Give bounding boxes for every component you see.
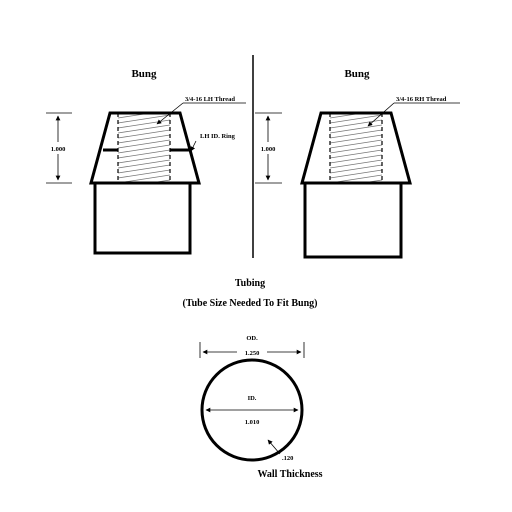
id-label: ID. <box>248 395 257 402</box>
left-thread-label: 3/4-16 LH Thread <box>185 96 235 103</box>
right-thread-label: 3/4-16 RH Thread <box>396 96 447 103</box>
wall-label: Wall Thickness <box>257 469 322 480</box>
right-bung-body <box>300 111 412 185</box>
od-label: OD. <box>246 335 258 342</box>
right-bung: Bung 1.000 3/4-16 RH Thread <box>255 68 460 259</box>
left-ring-label: LH ID. Ring <box>200 133 236 140</box>
left-thread-hatch <box>118 113 170 183</box>
tubing-section: Tubing (Tube Size Needed To Fit Bung) OD… <box>183 278 323 480</box>
left-bung-title: Bung <box>131 68 157 80</box>
right-thread-hatch <box>330 113 382 183</box>
left-height-label: 1.000 <box>51 146 66 153</box>
od-value: 1.250 <box>245 350 260 357</box>
left-bung: Bung 1.000 3/4-16 LH Thread <box>46 68 246 255</box>
right-bung-title: Bung <box>344 68 370 80</box>
tubing-title: Tubing <box>235 278 265 289</box>
tubing-subtitle: (Tube Size Needed To Fit Bung) <box>183 298 318 309</box>
right-height-label: 1.000 <box>261 146 276 153</box>
tube-cross-section <box>200 358 304 462</box>
id-value: 1.010 <box>245 419 260 426</box>
left-tube <box>93 181 192 255</box>
right-tube <box>303 181 403 259</box>
left-bung-body <box>89 111 201 185</box>
wall-value: .120 <box>282 455 293 462</box>
